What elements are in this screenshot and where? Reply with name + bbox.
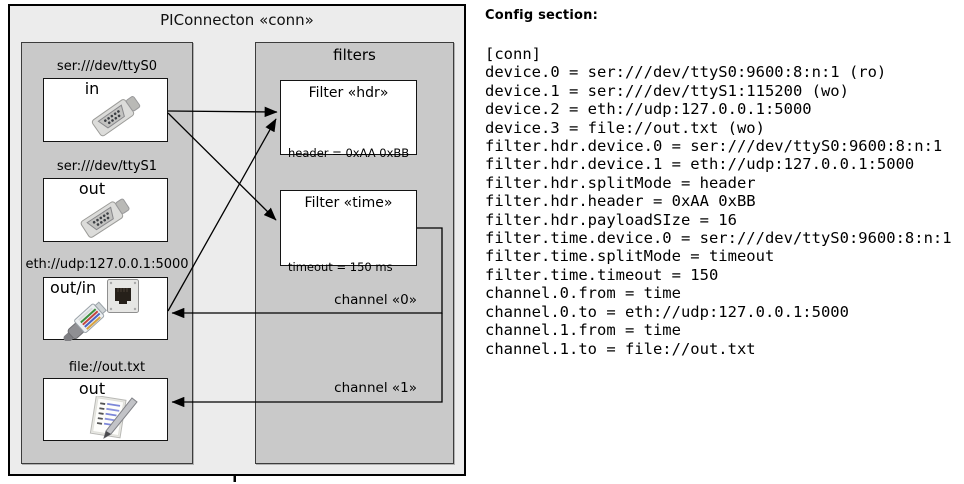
filter-hdr-title: Filter «hdr»	[308, 85, 389, 101]
device-direction: out	[78, 379, 106, 398]
config-heading: Config section:	[485, 8, 598, 23]
ethernet-plug-icon	[59, 299, 117, 345]
device-box-eth: out/in	[43, 277, 168, 343]
channel-1-label: channel «1»	[334, 380, 417, 396]
device-direction: out	[78, 179, 106, 198]
device-label-ttys1: ser:///dev/ttyS1	[56, 159, 158, 174]
ethernet-jack-icon	[107, 279, 139, 317]
config-lines: [conn] device.0 = ser:///dev/ttyS0:9600:…	[485, 45, 952, 358]
device-box-ttys1: out	[43, 178, 168, 242]
device-box-file: out	[43, 378, 168, 441]
filter-prop: timeout = 150 ms	[288, 260, 393, 274]
serial-db9-icon	[91, 90, 141, 144]
device-direction: out/in	[50, 278, 97, 297]
channel-0-label: channel «0»	[334, 292, 417, 308]
file-note-icon	[88, 395, 140, 444]
filter-time-box: Filter «time» timeout = 150 ms	[280, 190, 417, 274]
device-direction: in	[84, 79, 100, 98]
filters-panel-title: filters	[333, 46, 376, 64]
device-label-ttys0: ser:///dev/ttyS0	[56, 59, 158, 74]
device-box-ttys0: in	[43, 78, 168, 142]
filter-hdr-box: Filter «hdr» header = 0xAA 0xBB payloadS…	[280, 80, 417, 208]
filter-prop: header = 0xAA 0xBB	[288, 146, 410, 160]
device-label-file: file://out.txt	[68, 360, 146, 375]
pencil-icon	[103, 397, 138, 440]
filter-time-title: Filter «time»	[304, 195, 393, 211]
connection-title: PIConnecton «conn»	[160, 11, 314, 29]
device-label-eth: eth://udp:127.0.0.1:5000	[25, 257, 189, 272]
serial-db9-icon	[80, 192, 130, 246]
